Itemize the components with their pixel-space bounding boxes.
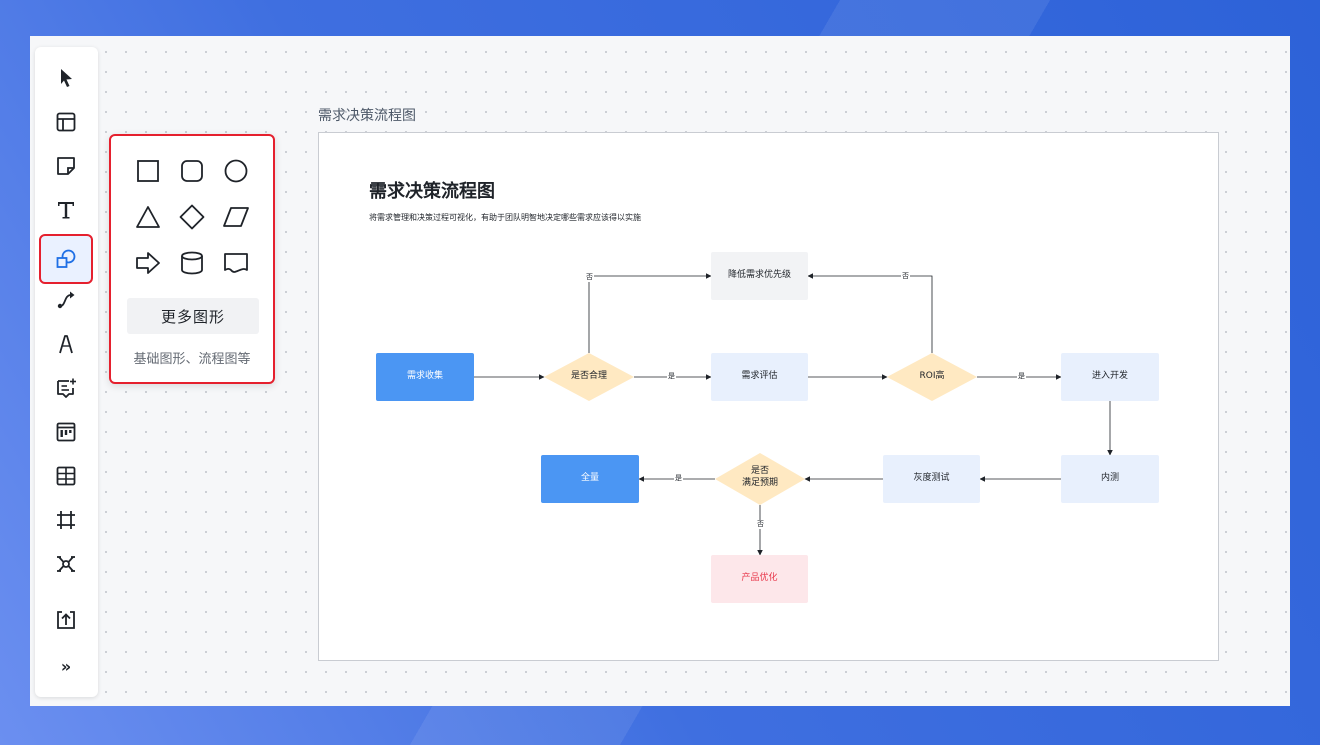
shape-tool[interactable] <box>39 234 93 284</box>
text-tool[interactable] <box>45 191 87 229</box>
template-tool[interactable] <box>45 103 87 141</box>
decision-expect-shape[interactable] <box>715 453 805 505</box>
edge-label-no-right: 否 <box>901 272 910 281</box>
edge-roi-lower <box>807 273 933 353</box>
pen-icon <box>59 335 73 354</box>
flowchart-frame[interactable]: 需求决策流程图 将需求管理和决策过程可视化，有助于团队明智地决定哪些需求应该得以… <box>318 132 1219 661</box>
shape-parallelogram[interactable] <box>221 202 251 232</box>
edge-label-yes-1: 是 <box>667 372 676 381</box>
node-optimize[interactable]: 产品优化 <box>711 555 808 603</box>
edge-label-yes-2: 是 <box>1017 372 1026 381</box>
rectangle-icon <box>137 160 159 182</box>
double-chevron-icon: » <box>60 656 72 676</box>
rounded-rectangle-icon <box>181 160 203 182</box>
circle-icon <box>224 159 248 183</box>
edge-reasonable-lower <box>588 273 712 353</box>
diamond-icon <box>179 204 205 230</box>
flow-connectors <box>474 273 1113 556</box>
node-full-release[interactable]: 全量 <box>541 455 639 503</box>
table-tool[interactable] <box>45 457 87 495</box>
shape-rectangle[interactable] <box>133 156 163 186</box>
node-evaluate[interactable]: 需求评估 <box>711 353 808 401</box>
layout-icon <box>56 112 76 132</box>
shapes-icon <box>56 249 76 268</box>
frame-title[interactable]: 需求决策流程图 <box>369 181 495 202</box>
mindmap-icon <box>57 556 75 572</box>
shapes-panel: 更多图形 基础图形、流程图等 <box>109 134 275 384</box>
node-collect[interactable]: 需求收集 <box>376 353 474 401</box>
node-gray-test[interactable]: 灰度测试 <box>883 455 980 503</box>
node-reasonable-label: 是否合理 <box>570 371 607 382</box>
shape-document[interactable] <box>221 248 251 278</box>
frame-label[interactable]: 需求决策流程图 <box>318 108 416 124</box>
pen-tool[interactable] <box>45 325 87 363</box>
select-tool[interactable] <box>45 59 87 97</box>
edge-label-yes-3: 是 <box>674 474 683 483</box>
shape-triangle[interactable] <box>133 202 163 232</box>
decision-reasonable-shape[interactable] <box>544 353 634 401</box>
node-develop[interactable]: 进入开发 <box>1061 353 1159 401</box>
left-toolbar: » <box>35 47 98 697</box>
parallelogram-icon <box>223 207 249 227</box>
table-icon <box>56 466 76 486</box>
node-expect-label-1: 是否 <box>750 466 769 477</box>
shape-cylinder[interactable] <box>177 248 207 278</box>
connector-tool[interactable] <box>45 281 87 319</box>
node-internal-test[interactable]: 内测 <box>1061 455 1159 503</box>
shape-circle[interactable] <box>221 156 251 186</box>
shape-rounded-rectangle[interactable] <box>177 156 207 186</box>
shape-diamond[interactable] <box>177 202 207 232</box>
more-shapes-button[interactable]: 更多图形 <box>127 298 259 334</box>
mindmap-tool[interactable] <box>45 545 87 583</box>
edge-label-no-bottom: 否 <box>756 520 765 529</box>
more-tools-button[interactable]: » <box>45 647 87 685</box>
cursor-arrow-icon <box>61 69 72 87</box>
cylinder-icon <box>181 251 203 275</box>
document-icon <box>224 253 248 273</box>
node-expect-label-2: 满足预期 <box>741 478 778 489</box>
comment-tool[interactable] <box>45 369 87 407</box>
shapes-panel-caption: 基础图形、流程图等 <box>133 352 251 367</box>
connector-icon <box>57 291 75 309</box>
kanban-icon <box>56 422 76 442</box>
comment-add-icon <box>57 378 76 398</box>
edge-label-no-left: 否 <box>585 273 594 282</box>
frame-subtitle[interactable]: 将需求管理和决策过程可视化，有助于团队明智地决定哪些需求应该得以实施 <box>369 213 641 222</box>
decision-roi-shape[interactable] <box>887 353 977 401</box>
upload-icon <box>57 611 75 629</box>
node-roi-label: ROI高 <box>919 371 945 382</box>
triangle-icon <box>136 206 160 228</box>
shape-arrow[interactable] <box>133 248 163 278</box>
node-lower-priority[interactable]: 降低需求优先级 <box>711 252 808 300</box>
upload-tool[interactable] <box>45 601 87 639</box>
kanban-tool[interactable] <box>45 413 87 451</box>
sticky-note-icon <box>57 157 75 175</box>
text-t-icon <box>58 202 74 219</box>
arrow-right-icon <box>136 252 160 274</box>
sticky-note-tool[interactable] <box>45 147 87 185</box>
frame-tool[interactable] <box>45 501 87 539</box>
frame-hash-icon <box>57 511 75 529</box>
